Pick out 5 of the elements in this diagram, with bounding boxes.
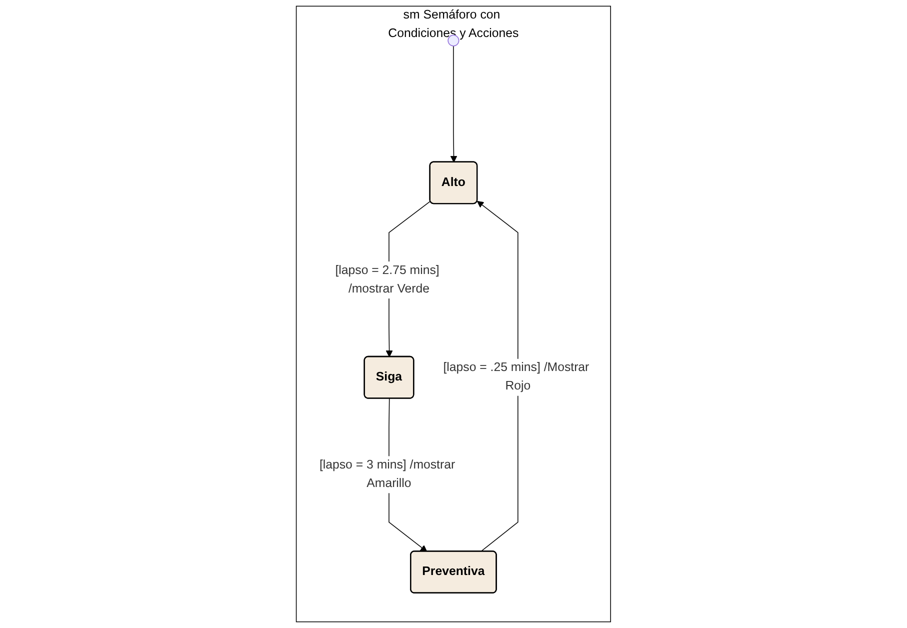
arrow [477,200,518,552]
edge-label: [lapso = .25 mins] /Mostrar Rojo [443,361,590,393]
edge-label: [lapso = 2.75 mins] /mostrar Verde [335,264,440,296]
edge-label: [lapso = 3 mins] /mostrar Amarillo [319,458,456,490]
arrow [450,46,458,163]
